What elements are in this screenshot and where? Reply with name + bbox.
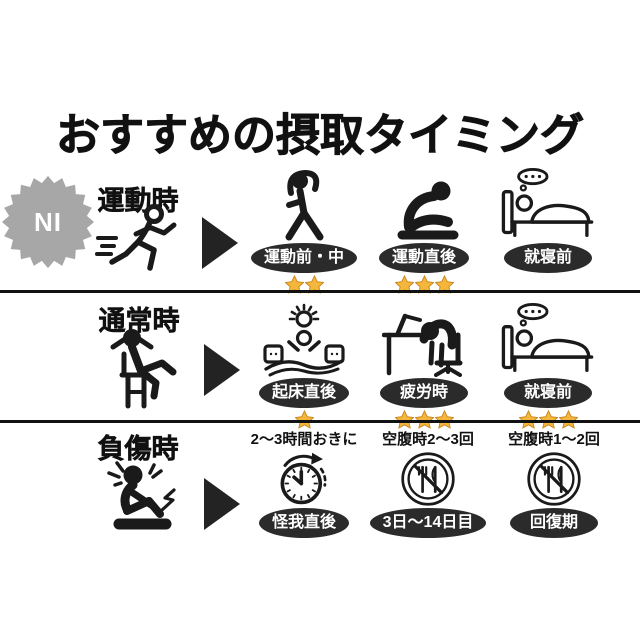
timing-card-before-bed: 就寝前 <box>486 168 610 295</box>
no-food-icon <box>526 451 582 507</box>
frequency-caption: 空腹時1〜2回 <box>508 431 600 448</box>
star-icon <box>414 410 434 429</box>
row-label-injured: 負傷時 <box>97 434 179 465</box>
seated-forward-stretch-icon <box>384 168 464 242</box>
timing-card-recovery: 空腹時1〜2回 回復期 <box>492 428 616 538</box>
arrow-right-icon <box>204 344 240 396</box>
row-divider <box>0 420 640 423</box>
timing-card-after-waking: 起床直後 <box>242 301 366 430</box>
timing-badge: 就寝前 <box>504 243 592 273</box>
star-rating <box>284 275 324 295</box>
timing-card-before-bed-2: 就寝前 <box>486 301 610 430</box>
star-rating <box>394 275 454 295</box>
injured-person-icon <box>102 456 192 541</box>
timing-badge: 運動前・中 <box>250 243 357 273</box>
star-icon <box>434 410 454 429</box>
star-icon <box>558 410 578 429</box>
timing-badge: 怪我直後 <box>258 508 349 538</box>
sleeping-in-bed-icon <box>498 301 598 377</box>
relaxing-on-chair-icon <box>106 326 178 415</box>
page-title: おすすめの摂取タイミング <box>56 111 585 161</box>
star-icon <box>304 275 324 294</box>
arrow-right-icon <box>204 478 240 530</box>
brand-badge-label: NI <box>34 206 62 237</box>
no-food-icon <box>400 451 456 507</box>
sleeping-in-bed-icon <box>498 168 598 242</box>
star-icon <box>414 275 434 294</box>
timing-card-day-3-14: 空腹時2〜3回 3日〜14日目 <box>366 428 490 538</box>
timing-badge: 就寝前 <box>504 378 592 408</box>
tired-at-desk-icon <box>382 301 466 377</box>
timing-badge: 3日〜14日目 <box>369 508 487 538</box>
star-icon <box>538 410 558 429</box>
arrow-right-icon <box>202 217 238 269</box>
frequency-caption: 2〜3時間おきに <box>250 431 358 448</box>
star-icon <box>518 410 538 429</box>
timing-card-right-after-injury: 2〜3時間おきに 怪我直後 <box>242 428 366 538</box>
star-rating <box>518 410 578 430</box>
row-label-exercise: 運動時 <box>97 186 179 217</box>
timing-card-fatigued: 疲労時 <box>362 301 486 430</box>
timing-badge: 疲労時 <box>380 378 468 408</box>
clock-interval-icon <box>271 451 337 507</box>
timing-badge: 運動直後 <box>378 243 469 273</box>
star-icon <box>434 275 454 294</box>
star-rating <box>294 410 314 430</box>
timing-card-post-workout: 運動直後 <box>362 168 486 295</box>
star-icon <box>284 275 304 294</box>
star-icon <box>394 410 414 429</box>
waking-up-in-bed-icon <box>258 301 350 377</box>
timing-badge: 起床直後 <box>258 378 349 408</box>
star-rating <box>394 410 454 430</box>
brand-starburst-badge: NI <box>0 174 96 270</box>
running-person-icon <box>94 204 178 279</box>
star-icon <box>394 275 414 294</box>
timing-badge: 回復期 <box>510 508 598 538</box>
starburst-icon <box>1 175 95 269</box>
row-label-normal: 通常時 <box>98 306 180 337</box>
stretching-person-icon <box>269 168 339 242</box>
row-divider <box>0 290 640 293</box>
frequency-caption: 空腹時2〜3回 <box>382 431 474 448</box>
timing-card-pre-workout: 運動前・中 <box>242 168 366 295</box>
star-icon <box>294 410 314 429</box>
